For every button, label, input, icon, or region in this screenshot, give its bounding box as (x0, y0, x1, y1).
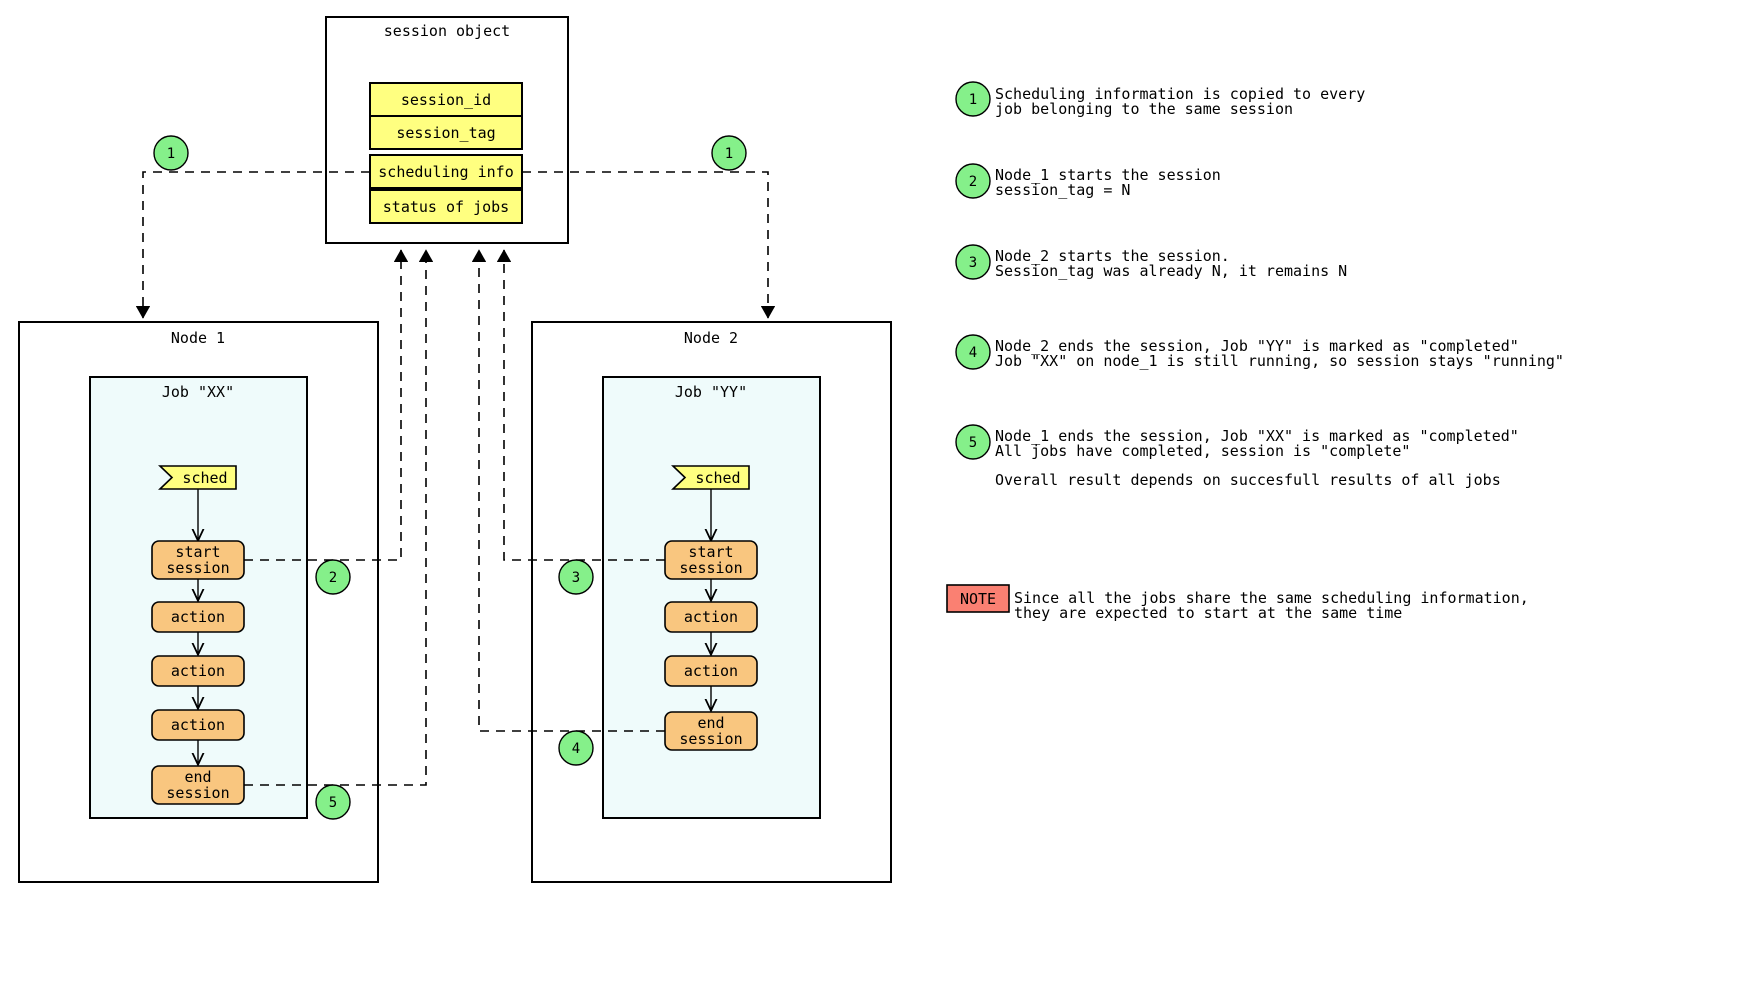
node-1-step-end-session-line1: end (184, 768, 211, 786)
legend-badge-4-label: 4 (969, 345, 977, 361)
legend-item-2-line-1: Node_1 starts the session (995, 166, 1221, 184)
legend-badge-1 (955, 81, 991, 117)
legend-badge-4 (955, 334, 991, 370)
node-2-step-action-1-label: action (684, 608, 738, 626)
legend-item-4: 4 Node_2 ends the session, Job "YY" is m… (955, 334, 1564, 370)
note-badge-box (946, 584, 1010, 613)
legend-badge-3 (955, 244, 991, 280)
diagram-badge-right-one-label: 1 (725, 146, 733, 162)
legend-badge-3-label: 3 (969, 255, 977, 271)
session-row-status-of-jobs-label: status of jobs (383, 198, 509, 216)
session-object-title: session object (384, 22, 510, 40)
legend-badge-5 (955, 424, 991, 460)
note-badge-label: NOTE (960, 590, 996, 608)
job-yy-title: Job "YY" (675, 383, 747, 401)
note-line-1: Since all the jobs share the same schedu… (1014, 589, 1529, 607)
diagram-badge-node2-start: 3 (558, 559, 594, 595)
legend-item-1-line-1: Scheduling information is copied to ever… (995, 85, 1365, 103)
diagram-badge-left-one-label: 1 (167, 146, 175, 162)
node-2-step-end-session-line2: session (679, 730, 742, 748)
session-row-session-id-label: session_id (401, 91, 491, 109)
session-row-scheduling-info-label: scheduling info (378, 163, 513, 181)
note-line-2: they are expected to start at the same t… (1014, 604, 1402, 622)
connector-scheduling-to-node-2 (522, 171, 776, 319)
diagram-badge-node2-end: 4 (558, 730, 594, 766)
diagram-badge-left-one: 1 (153, 135, 189, 171)
legend-item-4-line-2: Job "XX" on node_1 is still running, so … (995, 352, 1564, 370)
legend-item-3: 3 Node_2 starts the session. Session_tag… (955, 244, 1347, 280)
session-row-session-tag-label: session_tag (396, 124, 495, 142)
node-2-panel: Node 2 Job "YY" sched start session acti… (531, 321, 892, 883)
node-1-step-start-session-line2: session (166, 559, 229, 577)
legend-item-1: 1 Scheduling information is copied to ev… (955, 81, 1365, 118)
node-1-step-end-session-line2: session (166, 784, 229, 802)
legend-badge-2-label: 2 (969, 174, 977, 190)
legend-item-5-line-1: Node_1 ends the session, Job "XX" is mar… (995, 427, 1519, 445)
diagram-badge-node1-end: 5 (315, 784, 351, 820)
legend-badge-5-label: 5 (969, 435, 977, 451)
connector-node-2-start-to-session (496, 249, 665, 561)
note-block: NOTE Since all the jobs share the same s… (946, 584, 1529, 622)
legend-item-3-line-2: Session_tag was already N, it remains N (995, 262, 1347, 280)
node-1-sched-label: sched (182, 469, 227, 487)
diagram-badge-right-one: 1 (711, 135, 747, 171)
legend-footer-text: Overall result depends on succesfull res… (995, 471, 1501, 489)
connector-node-1-end-to-session (244, 249, 434, 786)
node-2-title: Node 2 (684, 329, 738, 347)
diagram-badge-node1-start-label: 2 (329, 570, 337, 586)
node-1-step-action-3-label: action (171, 716, 225, 734)
node-2-step-start-session-line1: start (688, 543, 733, 561)
legend-item-3-line-1: Node_2 starts the session. (995, 247, 1230, 265)
session-row-status-of-jobs-box (369, 189, 523, 224)
legend-item-2-line-2: session_tag = N (995, 181, 1130, 199)
connector-node-1-start-to-session (244, 249, 409, 561)
legend-item-4-line-1: Node_2 ends the session, Job "YY" is mar… (995, 337, 1519, 355)
legend-badge-2 (955, 163, 991, 199)
session-object-panel: session object session_id session_tag sc… (325, 16, 569, 244)
legend-item-2: 2 Node_1 starts the session session_tag … (955, 163, 1221, 199)
node-1-panel: Node 1 Job "XX" sched start session acti… (18, 321, 379, 883)
legend-item-5-line-2: All jobs have completed, session is "com… (995, 442, 1410, 460)
node-1-step-start-session-line1: start (175, 543, 220, 561)
node-1-step-action-2-label: action (171, 662, 225, 680)
node-2-step-end-session-line1: end (697, 714, 724, 732)
node-2-step-start-session-line2: session (679, 559, 742, 577)
node-2-sched-label: sched (695, 469, 740, 487)
legend-item-5: 5 Node_1 ends the session, Job "XX" is m… (955, 424, 1519, 460)
node-1-step-action-1-label: action (171, 608, 225, 626)
job-xx-title: Job "XX" (162, 383, 234, 401)
node-1-title: Node 1 (171, 329, 225, 347)
diagram-badge-node1-end-label: 5 (329, 795, 337, 811)
diagram-badge-node1-start: 2 (315, 559, 351, 595)
legend-item-1-line-2: job belonging to the same session (995, 100, 1293, 118)
diagram-badge-node2-start-label: 3 (572, 570, 580, 586)
diagram-badge-node2-end-label: 4 (572, 741, 580, 757)
legend-badge-1-label: 1 (969, 92, 977, 108)
session-row-session-tag-box (369, 115, 523, 150)
connector-scheduling-to-node-1 (135, 171, 370, 319)
node-2-step-action-2-label: action (684, 662, 738, 680)
